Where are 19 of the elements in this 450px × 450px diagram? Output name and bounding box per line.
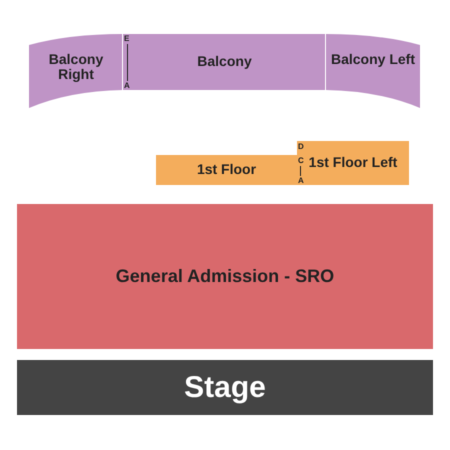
section-label: Stage xyxy=(184,371,266,404)
section-label: Balcony Left xyxy=(330,50,415,68)
row-letter: A xyxy=(124,82,130,90)
section-label: Balcony xyxy=(197,54,252,70)
seating-section xyxy=(123,34,326,90)
seating-section xyxy=(29,34,123,108)
section-label: Balcony Right xyxy=(48,50,104,83)
row-letter: C xyxy=(298,157,304,165)
section-label: 1st Floor Left xyxy=(308,155,398,171)
section-label: General Admission - SRO xyxy=(116,266,334,286)
seating-section xyxy=(17,204,433,349)
row-letter: D xyxy=(298,143,304,151)
row-letter: A xyxy=(298,177,304,185)
stage-block xyxy=(17,360,433,415)
seating-section xyxy=(297,141,409,185)
section-label: 1st Floor xyxy=(196,162,256,178)
row-letter: E xyxy=(124,35,130,43)
seating-section xyxy=(326,34,420,108)
seating-section xyxy=(156,155,297,185)
